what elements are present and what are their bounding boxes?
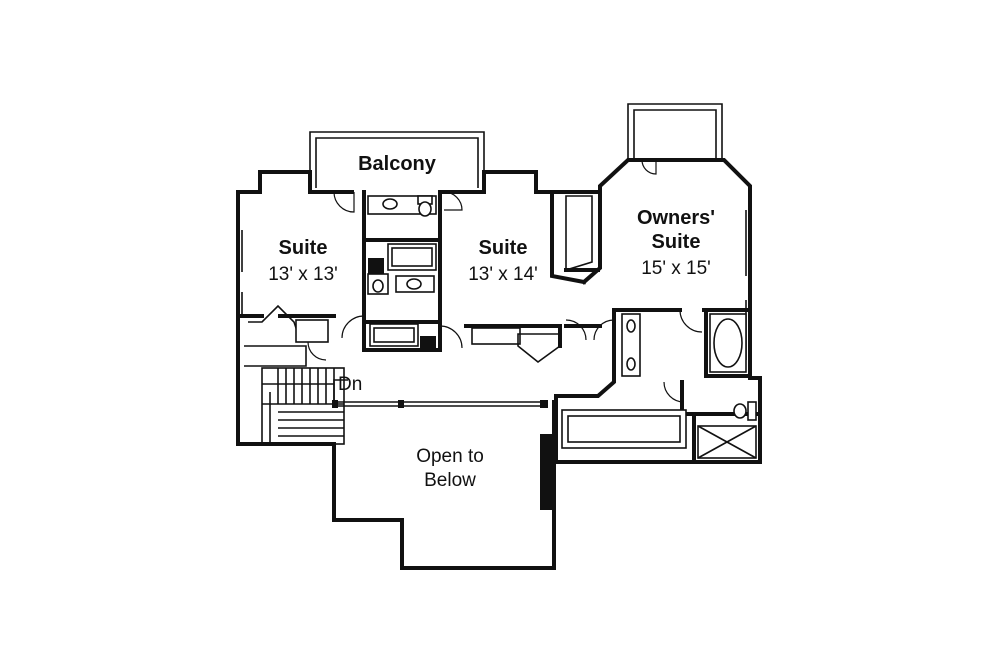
balcony-structures <box>309 103 723 188</box>
railing <box>332 400 552 510</box>
room-labels: Balcony Suite 13' x 13' Suite 13' x 14' … <box>268 153 715 491</box>
bath-fixtures <box>367 195 757 459</box>
suite-mid-label: Suite <box>479 237 528 259</box>
open-to-below-line1: Open to <box>416 446 484 467</box>
owners-suite-label-line1: Owners' <box>637 207 715 229</box>
suite-mid-size: 13' x 14' <box>468 264 538 285</box>
closets <box>244 195 593 367</box>
owners-suite-size: 15' x 15' <box>641 258 711 279</box>
stairs-down-label: Dn <box>338 374 362 395</box>
door-swings <box>307 159 703 403</box>
owners-suite-label-line2: Suite <box>652 231 701 253</box>
open-to-below-line2: Below <box>424 470 476 491</box>
suite-left-label: Suite <box>279 237 328 259</box>
balcony-label: Balcony <box>358 153 437 175</box>
suite-left-size: 13' x 13' <box>268 264 338 285</box>
